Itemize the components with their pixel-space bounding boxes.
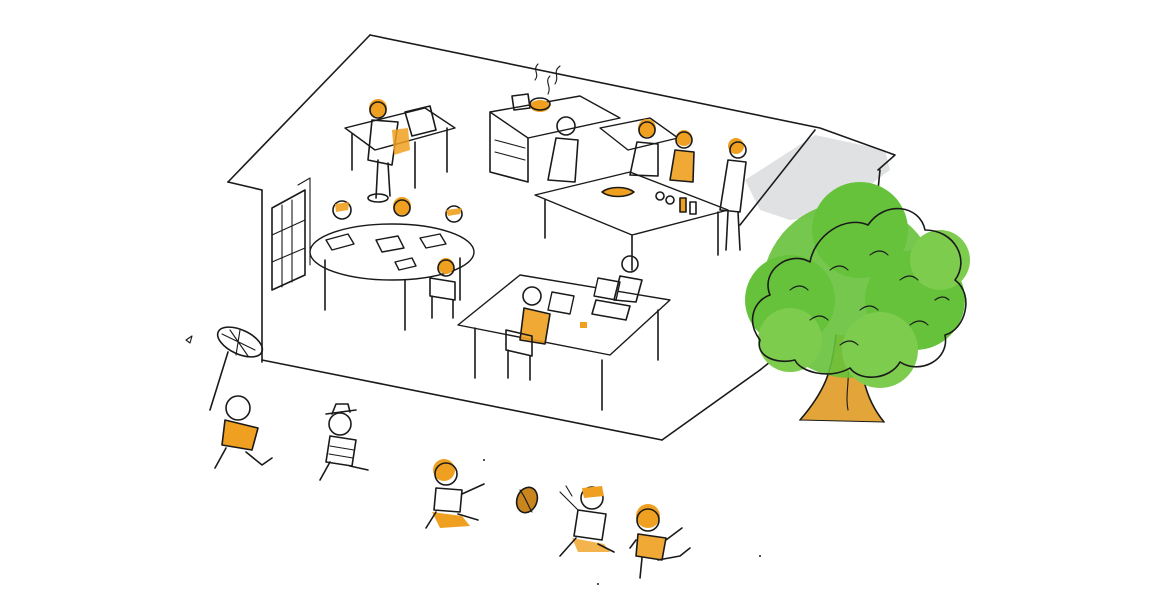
round-study-table [309,197,475,331]
tree [745,182,970,423]
bookshelf [271,177,311,291]
kid-with-hat [319,403,369,481]
tree-canopy [745,182,970,388]
craft-table [344,99,456,203]
kid-running-right [629,504,691,579]
ball [515,486,539,514]
kitchen-table [534,116,747,271]
kitchen-counter [489,63,679,183]
work-desk [457,255,671,411]
tree-trunk [800,335,884,422]
kid-running [425,459,485,529]
kid-catching-ball [559,485,615,557]
ground-marks [483,459,761,585]
kid-with-butterfly-net [185,326,273,469]
